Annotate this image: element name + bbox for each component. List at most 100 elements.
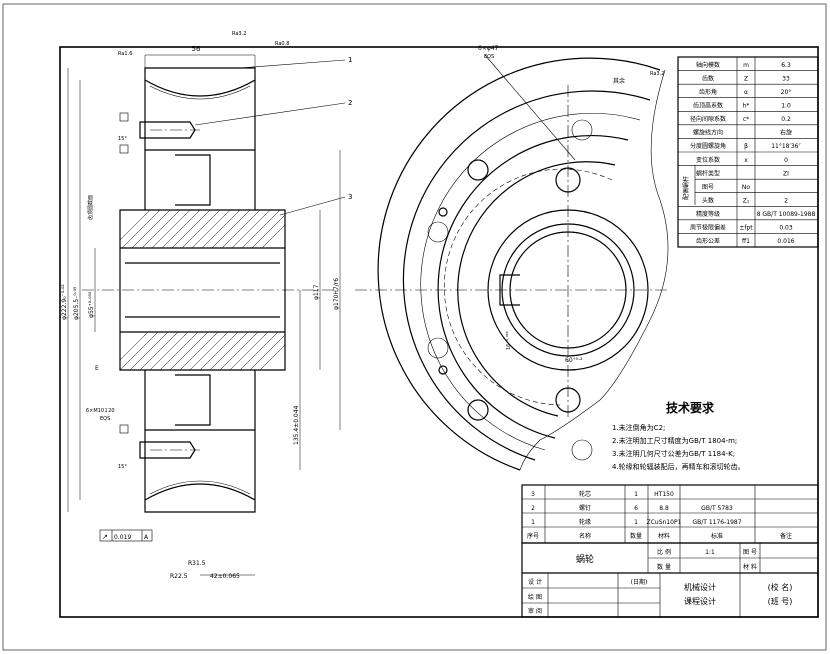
- bom-qty-0: 1: [634, 491, 638, 498]
- paper-border: [2, 3, 827, 651]
- holes-eqs: EQS: [484, 54, 494, 60]
- reviewer-label: 审 阅: [528, 607, 542, 615]
- param-name-5: 螺旋线方向: [693, 129, 723, 137]
- balloon-1: 1: [348, 56, 352, 64]
- param-symbol-4: c*: [743, 116, 749, 123]
- roughness-r1: Ra1.6: [118, 51, 132, 57]
- e-mark: E: [95, 365, 99, 372]
- param-symbol-2: α: [744, 89, 748, 96]
- dim-depth: 135.4±0.044: [293, 405, 300, 445]
- date-label: (日期): [631, 578, 648, 586]
- param-name-3: 齿顶高系数: [693, 101, 723, 109]
- dim-od-outer: φ222.9₀⁻⁰·⁰²: [61, 284, 68, 320]
- bom-mat-0: HT150: [654, 491, 674, 498]
- param-group-label: 配偶蜗杆: [682, 176, 690, 200]
- bom-header-name: 名称: [579, 532, 591, 540]
- roughness-r2: Ra0.8: [275, 41, 289, 47]
- technical-requirements: 技术要求 1.未注倒角为C2; 2.未注明加工尺寸精度为GB/T 1804-m;…: [612, 400, 745, 471]
- roughness-r3: Ra3.2: [232, 31, 246, 37]
- param-name-8: 蜗杆类型: [696, 169, 720, 177]
- bom-name-0: 轮芯: [579, 490, 591, 498]
- param-value-13: 0.016: [777, 238, 794, 245]
- drafter-label: 绘 图: [528, 593, 542, 601]
- param-name-13: 齿形公差: [696, 237, 720, 245]
- circle-note: 齿顶圆截面: [87, 195, 94, 220]
- material-label: 材 料: [743, 563, 757, 571]
- param-name-0: 轴向模数: [696, 61, 720, 69]
- param-symbol-0: m: [743, 62, 749, 69]
- dim-r22: R22.5: [170, 573, 188, 580]
- dim-screw-eqs: EQS: [100, 416, 110, 422]
- designer-label: 设 计: [528, 578, 542, 586]
- angle-2: 15°: [118, 136, 127, 142]
- tech-req-item-2: 2.未注明加工尺寸精度为GB/T 1804-m;: [612, 436, 737, 445]
- param-value-4: 0.2: [781, 116, 791, 123]
- drawing-frame: [59, 46, 819, 618]
- dim-fit: φ170H7/r6: [333, 278, 340, 310]
- bom-no-1: 2: [531, 505, 535, 512]
- tech-req-item-3: 3.未注明几何尺寸公差为GB/T 1184-K;: [612, 449, 735, 458]
- param-symbol-13: ff1: [742, 238, 750, 245]
- side-view: [355, 54, 670, 471]
- qty-label: 数 量: [657, 563, 671, 571]
- param-name-2: 齿形角: [699, 88, 717, 96]
- bom-qty-2: 1: [634, 519, 638, 526]
- dim-hub-width: 42±0.065: [210, 573, 240, 580]
- bom-mat-1: 8.8: [659, 505, 669, 512]
- param-name-4: 径向间隙系数: [690, 115, 726, 123]
- dim-od-throat: φ205.5₋⁰·⁰⁹: [73, 286, 80, 320]
- tol-value: 0.019: [114, 534, 131, 541]
- bom-qty-1: 6: [634, 505, 638, 512]
- bom-name-2: 轮缘: [579, 518, 591, 526]
- param-value-8: ZI: [783, 170, 789, 177]
- side-roughness-all: 其余: [613, 77, 625, 85]
- balloon-3: 3: [348, 193, 352, 201]
- param-symbol-6: β: [744, 143, 748, 150]
- param-value-12: 0.03: [779, 225, 793, 232]
- course-title-2: 课程设计: [684, 596, 716, 606]
- dim-117: φ117: [313, 284, 320, 300]
- tech-req-item-4: 4.轮缘和轮辐装配后，再精车和滚切轮齿。: [612, 462, 745, 471]
- school-name: (校 名): [768, 582, 793, 592]
- param-symbol-1: Z: [744, 75, 748, 82]
- balloon-2: 2: [348, 99, 352, 107]
- keyway-width: 16⁺⁰·⁰⁴³: [506, 331, 512, 350]
- bom-no-0: 3: [531, 491, 535, 498]
- tech-req-title: 技术要求: [666, 400, 715, 415]
- param-symbol-7: x: [744, 157, 748, 164]
- scale-label: 比 例: [657, 548, 671, 556]
- param-symbol-9: No: [742, 184, 750, 191]
- param-symbol-12: ±fpt: [739, 225, 753, 232]
- part-name: 蜗轮: [576, 553, 594, 565]
- tech-req-item-1: 1.未注倒角为C2;: [612, 423, 665, 432]
- bom-header-qty: 数量: [630, 532, 642, 540]
- param-name-6: 分度圆螺旋角: [690, 142, 726, 150]
- holes-label: 6×φ47: [478, 45, 499, 52]
- param-value-1: 33: [782, 75, 790, 82]
- bom-std-1: GB/T 5783: [701, 505, 733, 512]
- param-name-9: 图号: [702, 184, 714, 191]
- param-value-10: 2: [784, 197, 788, 204]
- param-value-11: 8 GB/T 10089-1988: [757, 211, 816, 218]
- dim-bore: φ55⁺⁰·⁰³⁰: [88, 291, 95, 318]
- scale-value: 1:1: [705, 549, 715, 556]
- bom-mat-2: ZCuSn10P1: [647, 519, 682, 526]
- course-title-1: 机械设计: [684, 582, 716, 592]
- param-value-5: 右旋: [780, 129, 792, 137]
- param-value-7: 0: [784, 157, 788, 164]
- param-value-6: 11°18′36″: [771, 143, 801, 150]
- param-value-0: 6.3: [781, 62, 791, 69]
- param-name-10: 头数: [702, 196, 714, 204]
- bom-std-2: GB/T 1176-1987: [692, 519, 741, 526]
- bom-name-1: 螺钉: [579, 504, 591, 512]
- angle-1: 15°: [118, 464, 127, 470]
- param-name-7: 变位系数: [696, 156, 720, 164]
- bom-header-no: 序号: [527, 532, 539, 540]
- param-name-1: 齿数: [702, 74, 714, 82]
- tolerance-frame: ↗ 0.019 A: [99, 529, 153, 542]
- drawing-no-label: 图 号: [743, 549, 757, 556]
- bom-header-note: 备注: [780, 532, 792, 540]
- bom-header-mat: 材料: [658, 532, 670, 540]
